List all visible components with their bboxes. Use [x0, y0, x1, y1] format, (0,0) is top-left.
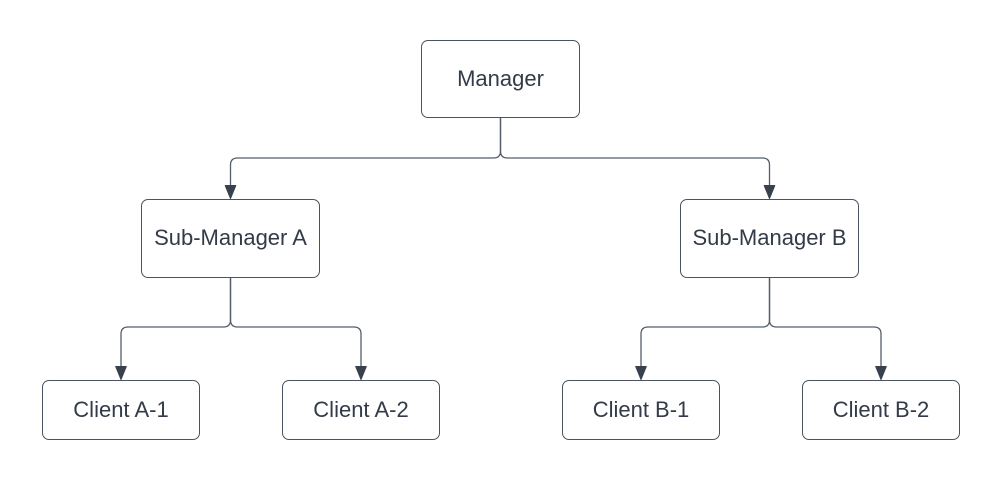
node-client-b1-label: Client B-1	[592, 396, 690, 422]
node-sub-manager-b: Sub-Manager B	[680, 199, 859, 278]
node-sub-manager-a: Sub-Manager A	[141, 199, 320, 278]
edge-manager-to-sub-a	[229, 118, 502, 186]
node-client-a2: Client A-2	[282, 380, 440, 440]
edge-sub-a-to-client-a2	[229, 278, 362, 367]
edge-sub-a-to-client-a1	[120, 278, 232, 367]
edge-sub-b-to-client-b2	[768, 278, 882, 367]
node-manager: Manager	[421, 40, 580, 118]
node-sub-manager-a-label: Sub-Manager A	[154, 225, 307, 251]
node-client-a1-label: Client A-1	[73, 396, 169, 422]
arrowhead-client-a2	[355, 366, 367, 380]
node-client-b2-label: Client B-2	[832, 396, 930, 422]
node-sub-manager-b-label: Sub-Manager B	[692, 225, 847, 251]
arrowhead-sub-b	[763, 185, 776, 199]
node-manager-label: Manager	[457, 65, 544, 91]
edge-sub-b-to-client-b1	[640, 278, 771, 367]
node-client-a2-label: Client A-2	[313, 396, 409, 422]
arrowhead-sub-a	[224, 185, 237, 199]
arrowhead-client-b1	[635, 366, 647, 380]
arrowhead-client-b2	[875, 366, 887, 380]
node-client-b2: Client B-2	[802, 380, 960, 440]
edge-manager-to-sub-b	[499, 118, 771, 186]
node-client-b1: Client B-1	[562, 380, 720, 440]
arrowhead-client-a1	[115, 366, 127, 380]
node-client-a1: Client A-1	[42, 380, 200, 440]
